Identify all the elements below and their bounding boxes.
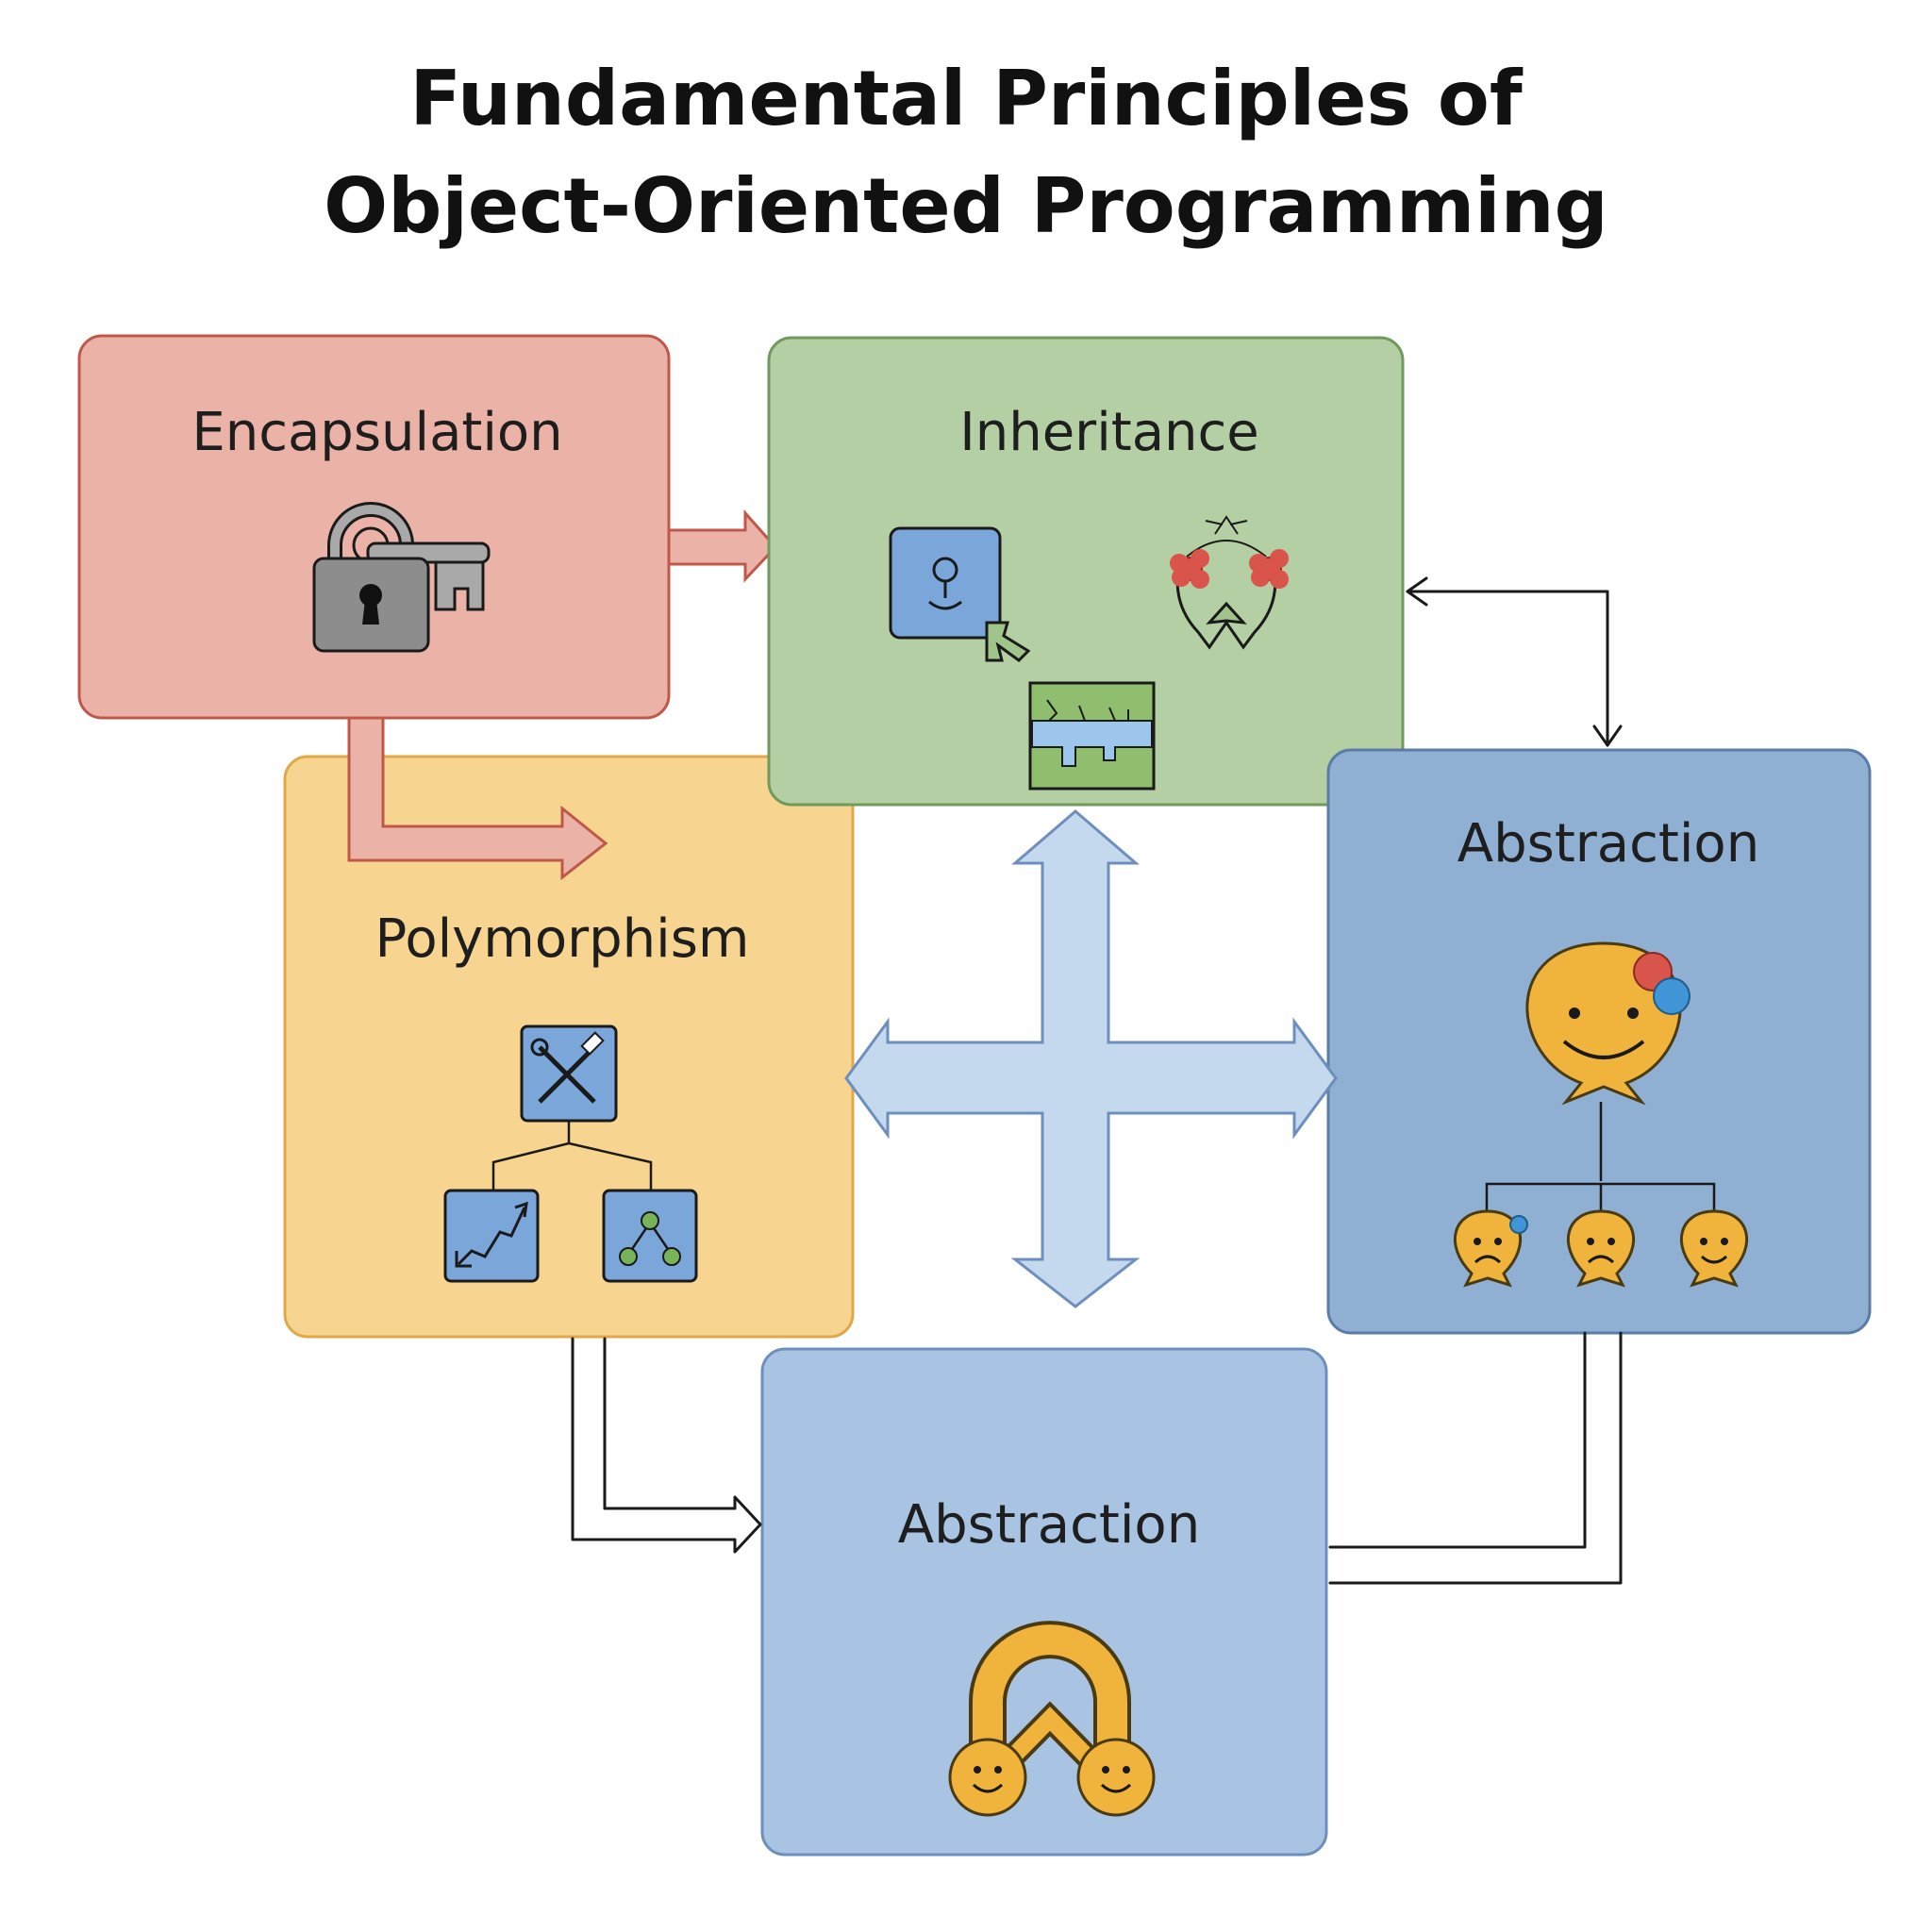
encapsulation-box [77,334,671,720]
abstraction-bottom-box-bg [760,1347,1328,1857]
abstraction-right-to-bottom-connector [1328,1331,1623,1585]
inheritance-abstraction-connector [1406,576,1623,747]
smiley-hierarchy-icon [1454,941,1748,1288]
abstraction-right-label: Abstraction [1457,813,1759,874]
polymorphism-to-abstraction-arrow [571,1337,762,1554]
inheritance-label: Inheritance [959,402,1259,463]
class-hierarchy-map-icon [1028,681,1156,791]
encapsulation-box-bg [77,334,671,720]
padlock-with-key-icon [312,502,491,653]
encapsulation-to-inheritance-arrow [667,509,778,583]
title-line-2: Object-Oriented Programming [324,162,1608,250]
polymorphism-label: Polymorphism [375,908,750,970]
connected-smileys-icon [948,1621,1156,1817]
central-four-way-arrow [844,809,1338,1308]
inheritance-box [767,336,1405,807]
encapsulation-label: Encapsulation [192,402,562,463]
abstraction-bottom-label: Abstraction [898,1494,1200,1556]
parent-class-icon [889,526,1031,662]
abstraction-bottom-box [760,1347,1328,1857]
tools-hierarchy-icon [443,1024,698,1283]
inheritance-box-bg [767,336,1405,807]
title-line-1: Fundamental Principles of [409,55,1524,142]
child-class-icon [1170,515,1289,650]
encapsulation-to-polymorphism-arrow [347,716,608,881]
